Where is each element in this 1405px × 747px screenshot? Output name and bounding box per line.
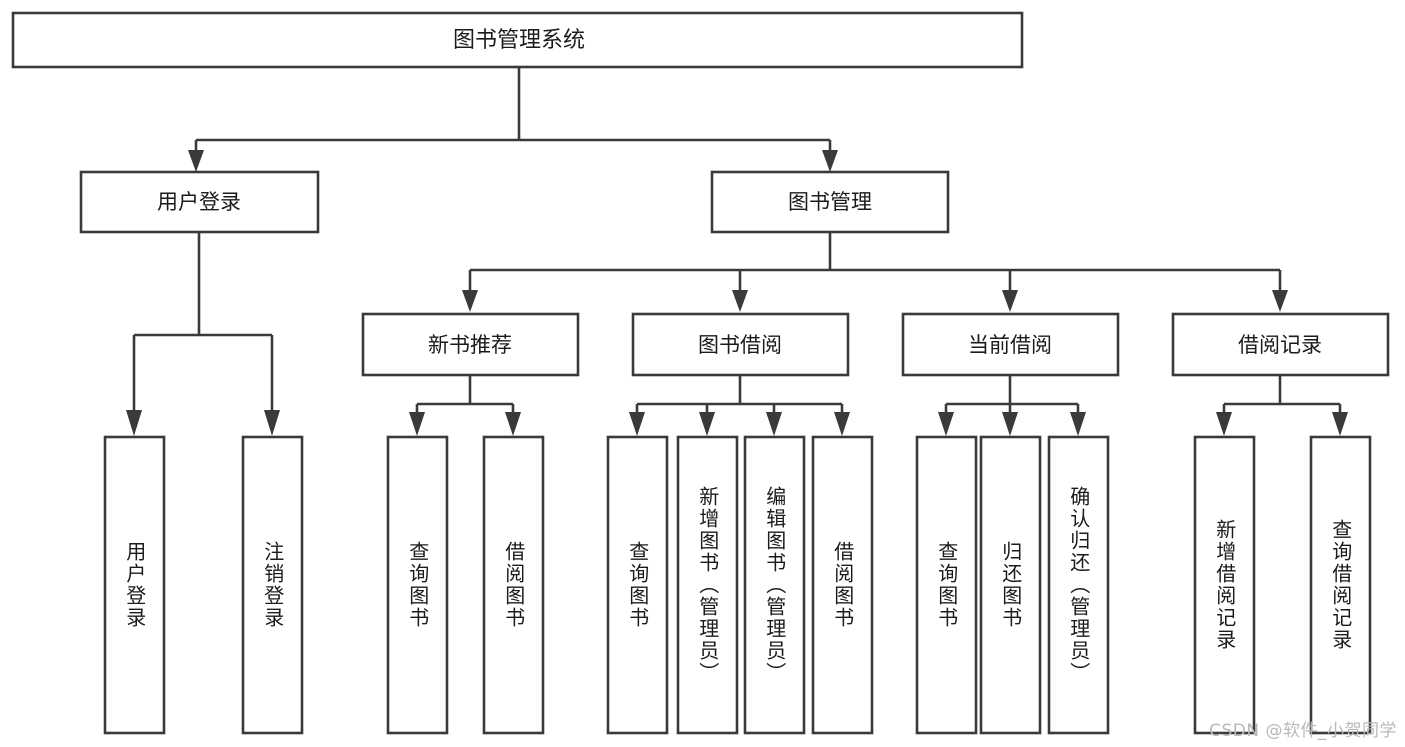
arrowhead-cb-3 [1070, 412, 1086, 436]
node-new-book-recommend-label: 新书推荐 [428, 333, 512, 357]
arrowhead-bb-3 [766, 412, 782, 436]
leaf-box-book-borrow-1[interactable] [676, 435, 739, 735]
arrowhead-level1-1 [188, 150, 204, 172]
node-new-book-recommend[interactable]: 新书推荐 [361, 312, 580, 377]
arrowhead-bb-2 [699, 412, 715, 436]
arrowhead-level2-2 [732, 290, 748, 312]
node-user-login-label: 用户登录 [157, 190, 241, 214]
arrowhead-nbr-2 [505, 412, 521, 436]
node-current-borrow[interactable]: 当前借阅 [901, 312, 1120, 377]
arrowhead-bb-4 [834, 412, 850, 436]
node-book-borrow-rect[interactable] [631, 312, 850, 377]
node-root-label: 图书管理系统 [453, 28, 585, 53]
leaf-box-borrow-record-1[interactable] [1309, 435, 1372, 735]
arrowhead-level2-3 [1002, 290, 1018, 312]
arrowhead-bb-1 [629, 412, 645, 436]
leaf-box-current-borrow-2[interactable] [1047, 435, 1110, 735]
node-new-book-recommend-rect[interactable] [361, 312, 580, 377]
node-book-borrow[interactable]: 图书借阅 [631, 312, 850, 377]
arrowhead-level2-4 [1272, 290, 1288, 312]
arrowhead-cb-1 [938, 412, 954, 436]
arrowhead-user-login-1 [126, 410, 142, 436]
arrowhead-level2-1 [462, 290, 478, 312]
leaf-box-new-book-recommend-1[interactable] [482, 435, 545, 735]
node-book-manage-label: 图书管理 [788, 190, 872, 214]
leaf-box-borrow-record-0[interactable] [1193, 435, 1256, 735]
node-current-borrow-rect[interactable] [901, 312, 1120, 377]
arrowhead-user-login-2 [264, 410, 280, 436]
leaf-box-current-borrow-0[interactable] [915, 435, 978, 735]
node-user-login[interactable]: 用户登录 [79, 170, 320, 234]
leaf-box-current-borrow-1[interactable] [979, 435, 1042, 735]
leaf-box-user-login-1[interactable] [241, 435, 304, 735]
node-root-rect[interactable] [11, 11, 1024, 69]
node-borrow-record-rect[interactable] [1171, 312, 1390, 377]
arrowhead-br-1 [1216, 412, 1232, 436]
node-root[interactable]: 图书管理系统 [11, 11, 1024, 69]
leaf-box-book-borrow-3[interactable] [811, 435, 874, 735]
arrowhead-nbr-1 [409, 412, 425, 436]
arrowhead-level1-2 [822, 150, 838, 172]
leaf-box-user-login-0[interactable] [103, 435, 166, 735]
node-current-borrow-label: 当前借阅 [968, 333, 1052, 357]
node-book-manage[interactable]: 图书管理 [710, 170, 950, 234]
arrowhead-br-2 [1332, 412, 1348, 436]
watermark-text: CSDN @软件_小贺同学 [1209, 721, 1397, 741]
leaf-box-new-book-recommend-0[interactable] [386, 435, 449, 735]
leaf-box-book-borrow-2[interactable] [743, 435, 806, 735]
node-book-manage-rect[interactable] [710, 170, 950, 234]
node-borrow-record[interactable]: 借阅记录 [1171, 312, 1390, 377]
leaf-box-book-borrow-0[interactable] [606, 435, 669, 735]
node-book-borrow-label: 图书借阅 [698, 333, 782, 357]
node-borrow-record-label: 借阅记录 [1238, 333, 1322, 357]
arrowhead-cb-2 [1002, 412, 1018, 436]
